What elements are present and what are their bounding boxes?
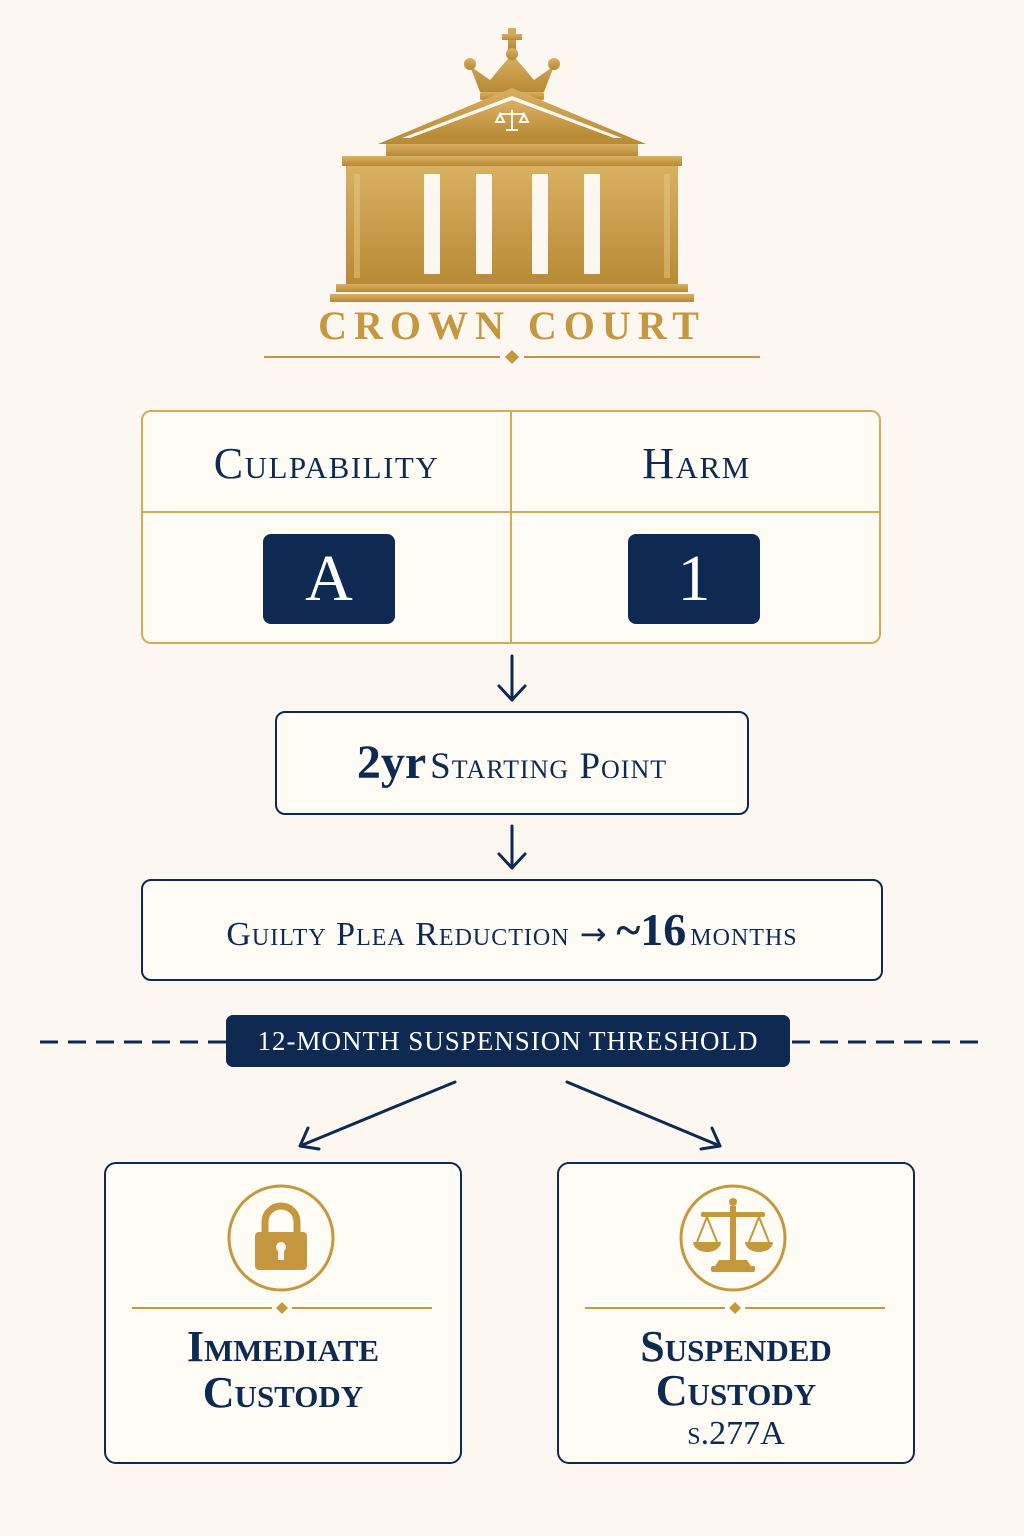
arrow-right-icon: → [579, 915, 607, 953]
statutory-section-label: s.277A [687, 1415, 785, 1452]
card-divider [585, 1302, 885, 1314]
reduced-sentence-unit: months [690, 916, 798, 953]
threshold-dashed-line [40, 1040, 980, 1044]
table-divider-horizontal [142, 511, 880, 513]
arrow-down-right-icon [565, 1080, 722, 1151]
courthouse-crest-icon [330, 28, 694, 302]
arrow-down-left-icon [298, 1080, 457, 1151]
culpability-value-badge: A [263, 534, 395, 624]
harm-value-badge: 1 [628, 534, 760, 624]
immediate-custody-line2: Custody [202, 1368, 364, 1417]
harm-header: Harm [642, 439, 751, 488]
title-divider [264, 350, 760, 364]
padlock-icon [227, 1184, 335, 1292]
court-title: CROWN COURT [318, 303, 706, 348]
reduced-sentence-value: ~16 [616, 904, 687, 955]
guilty-plea-label: Guilty Plea Reduction [226, 916, 570, 953]
suspension-threshold-badge: 12-MONTH SUSPENSION THRESHOLD [226, 1015, 790, 1067]
arrow-down-icon [497, 654, 527, 702]
guilty-plea-box: Guilty Plea Reduction → ~16 months [141, 879, 883, 981]
arrow-down-icon [497, 824, 527, 870]
starting-point-value: 2yr [356, 736, 427, 789]
starting-point-label: Starting Point [430, 746, 668, 787]
table-divider-vertical [510, 411, 512, 644]
immediate-custody-line1: Immediate [186, 1322, 380, 1371]
scales-of-justice-icon [679, 1184, 787, 1292]
suspended-custody-line1: Suspended [640, 1322, 832, 1371]
card-divider [132, 1302, 432, 1314]
culpability-header: Culpability [213, 439, 440, 488]
starting-point-box: 2yr Starting Point [275, 711, 749, 815]
suspended-custody-line2: Custody [655, 1366, 817, 1415]
